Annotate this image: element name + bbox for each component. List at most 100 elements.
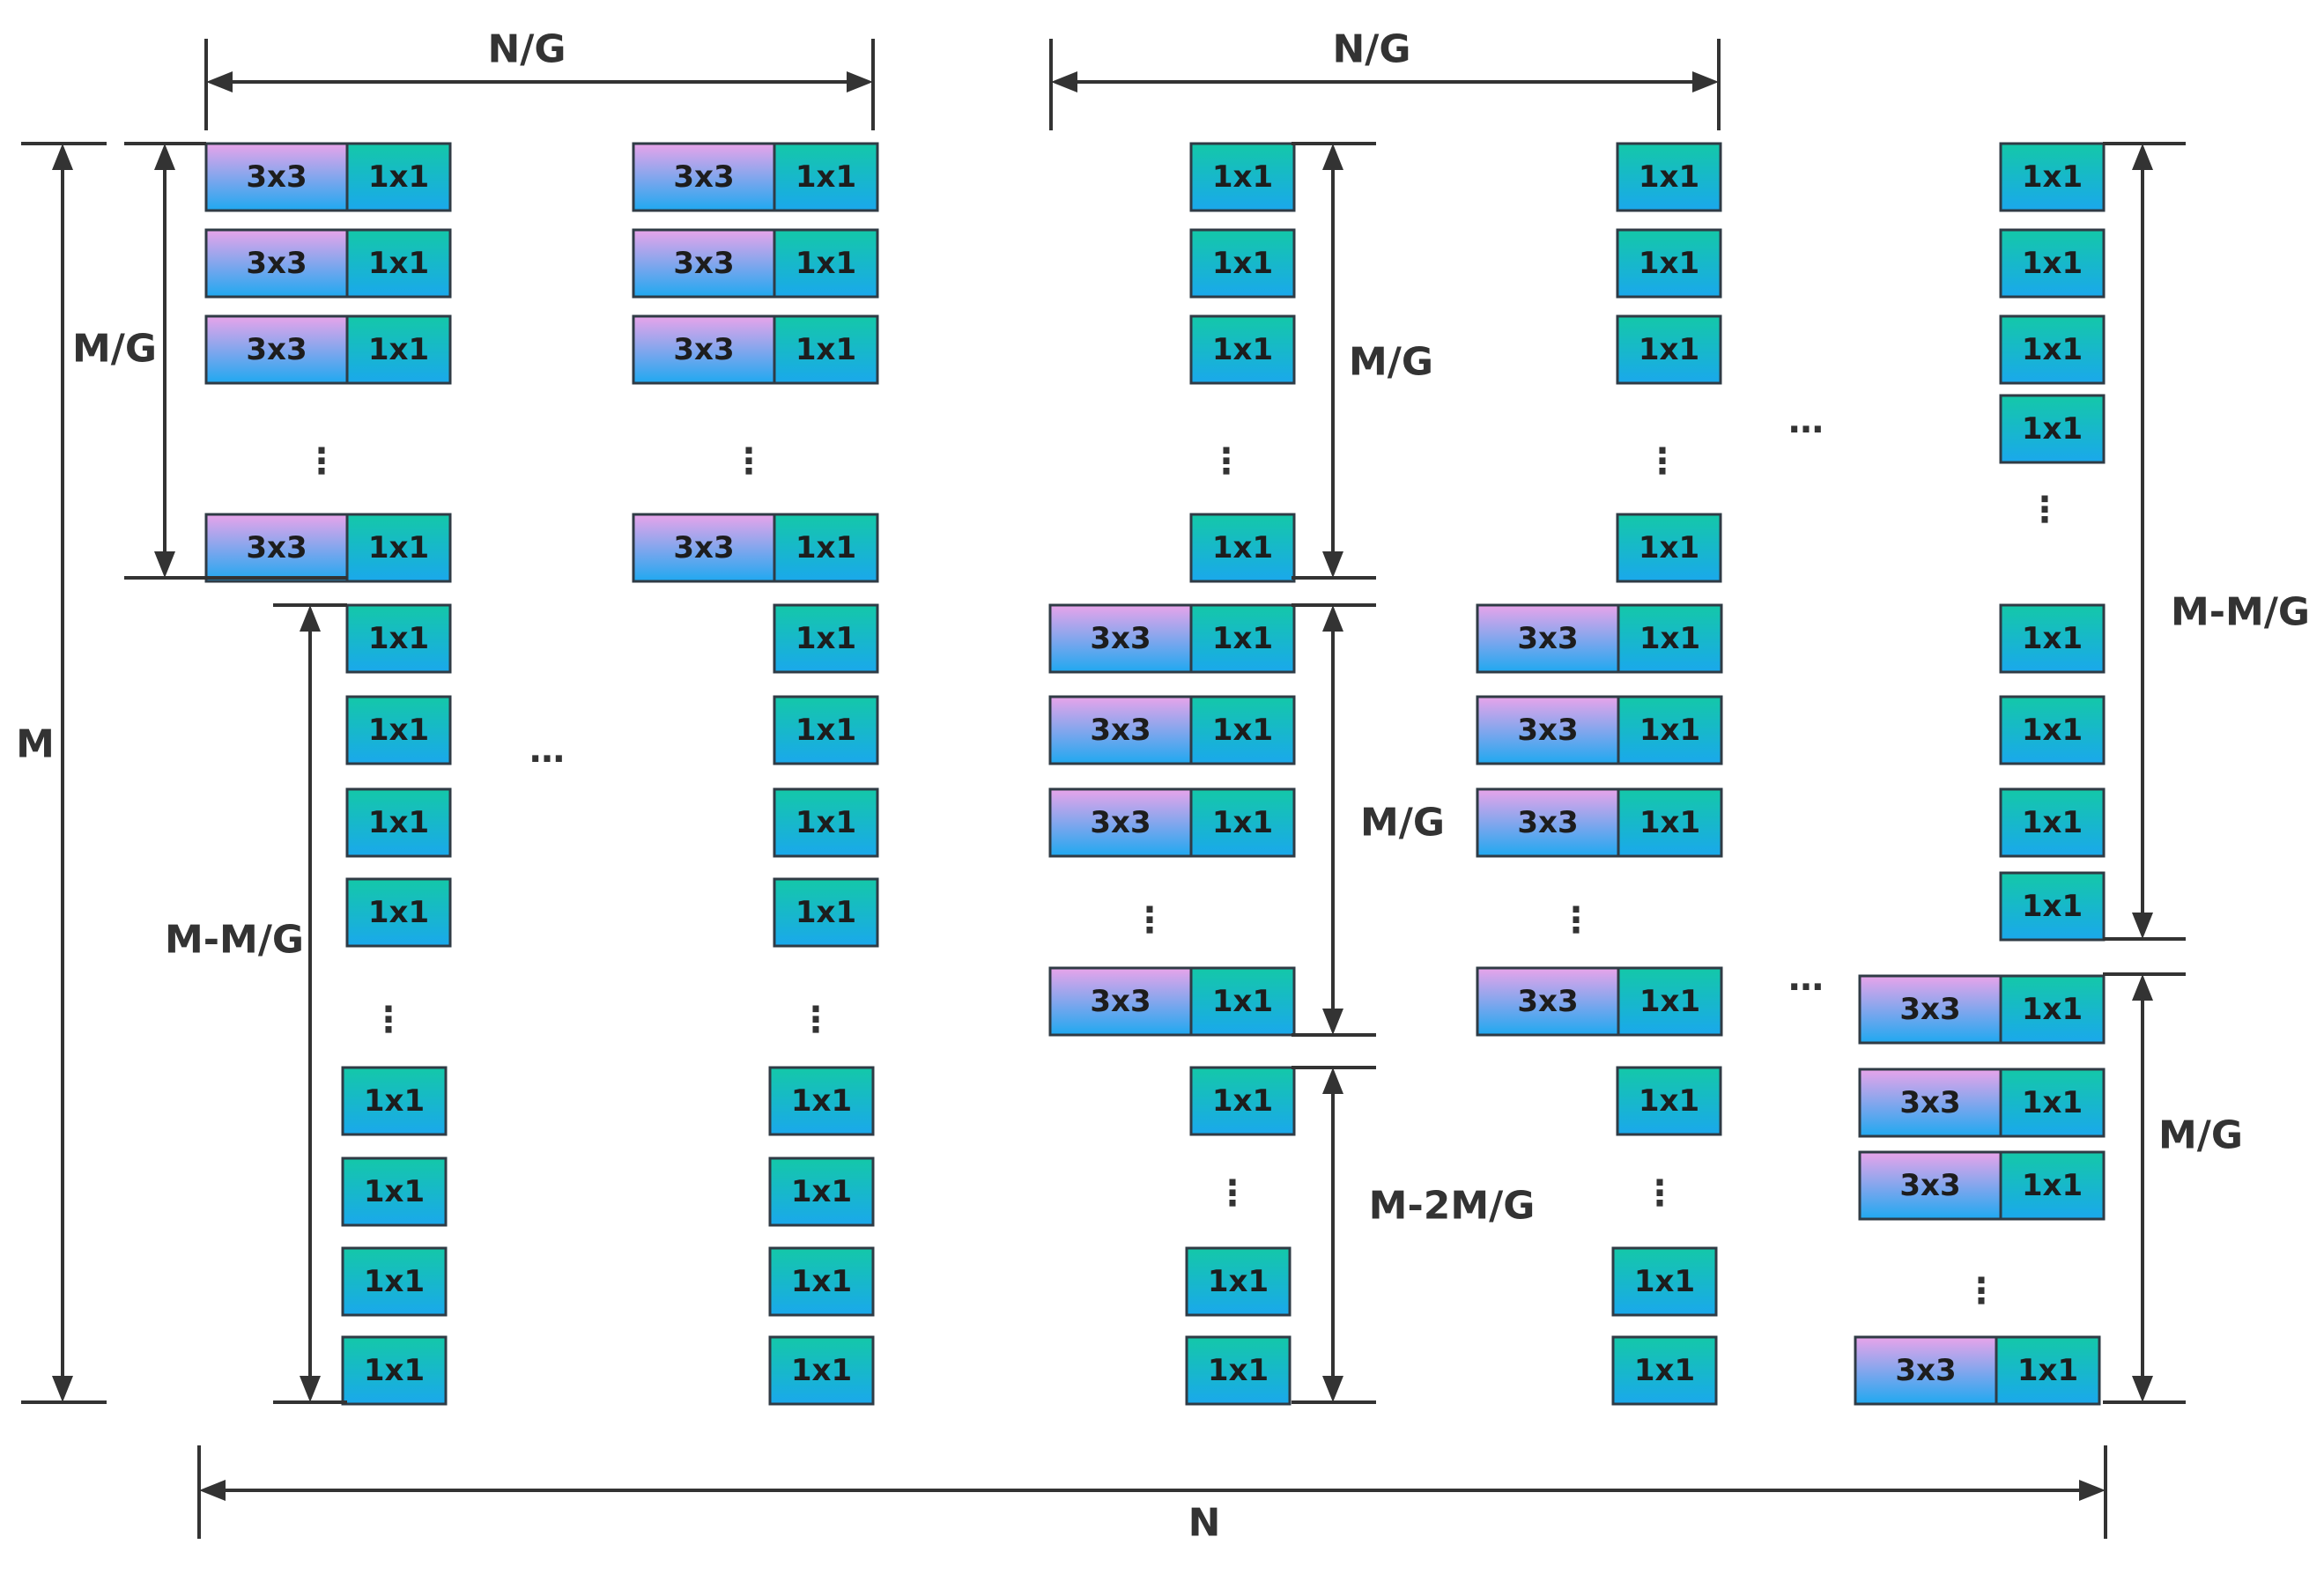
remaining-rows-label-col1: M-M/G (165, 918, 304, 963)
kernel-1x1-cell: 1x1 (1185, 1335, 1292, 1406)
kernel-1x1-cell: 1x1 (1999, 695, 2106, 765)
kernel-3x3-cell (204, 228, 349, 299)
kernel-3x3-cell (1048, 787, 1193, 858)
kernel-1x1-label: 1x1 (368, 332, 429, 367)
vertical-ellipsis: ⋮ (1964, 1271, 1999, 1312)
kernel-1x1-label: 1x1 (368, 246, 429, 281)
group-rows-dimension-col1 (154, 144, 175, 578)
kernel-1x1-cell: 1x1 (345, 603, 452, 674)
kernel-3x3-label: 3x3 (1090, 805, 1151, 840)
kernel-1x1-label: 1x1 (2017, 1353, 2078, 1388)
kernel-1x1-label: 1x1 (1212, 984, 1273, 1019)
kernel-1x1-label: 1x1 (1212, 621, 1273, 656)
kernel-1x1-label: 1x1 (2022, 889, 2083, 924)
kernel-1x1-cell (345, 314, 452, 385)
kernel-1x1-label: 1x1 (1212, 246, 1273, 281)
kernel-1x1-label: 1x1 (1639, 246, 1699, 281)
kernel-3x3-cell (1048, 603, 1193, 674)
kernel-1x1-cell (345, 228, 452, 299)
kernel-1x1-cell (1995, 1335, 2101, 1406)
kernel-1x1-cell (345, 513, 452, 583)
group-cols-dimension-right (1051, 71, 1719, 92)
kernel-1x1-label: 1x1 (791, 1353, 852, 1388)
kernel-3x3-cell (632, 314, 776, 385)
total-rows-label: M (16, 722, 55, 767)
kernel-1x1-cell (1617, 787, 1723, 858)
horizontal-ellipsis: … (1788, 401, 1824, 441)
kernel-1x1-cell: 1x1 (1999, 871, 2106, 942)
kernel-3x3-label: 3x3 (1090, 984, 1151, 1019)
kernel-1x1-cell: 1x1 (768, 1066, 875, 1136)
kernel-1x1-cell: 1x1 (1616, 142, 1722, 212)
kernel-1x1-cell (1189, 787, 1296, 858)
kernel-1x1-label: 1x1 (368, 621, 429, 656)
kernel-1x1-cell: 1x1 (1999, 314, 2106, 385)
kernel-1x1-label: 1x1 (796, 621, 856, 656)
kernel-1x1-cell: 1x1 (1616, 228, 1722, 299)
kernel-1x1-label: 1x1 (2022, 621, 2083, 656)
ellipsis-marks: ⋮⋮⋮⋮⋮⋮⋮⋮⋮⋮⋮⋮……… (304, 401, 2062, 1312)
kernel-3x3-label: 3x3 (673, 530, 734, 565)
kernel-1x1-label: 1x1 (1639, 805, 1700, 840)
group-cols-label-right: N/G (1332, 27, 1410, 72)
kernel-1x1-label: 1x1 (1639, 984, 1700, 1019)
kernel-1x1-cell: 1x1 (1189, 228, 1296, 299)
group-rows-dimension-col3-mid (1322, 605, 1343, 1035)
kernel-3x3-cell (632, 142, 776, 212)
kernel-1x1-cell: 1x1 (1616, 1066, 1722, 1136)
kernel-1x1-label: 1x1 (1212, 530, 1273, 565)
kernel-3x3-label: 3x3 (673, 246, 734, 281)
kernel-3x3-cell (204, 142, 349, 212)
kernel-3x3-cell (632, 513, 776, 583)
kernel-1x1-cell: 1x1 (773, 603, 879, 674)
kernel-1x1-label: 1x1 (2022, 713, 2083, 748)
kernel-1x1-cell (1189, 603, 1296, 674)
vertical-ellipsis: ⋮ (2027, 490, 2062, 530)
kernel-1x1-label: 1x1 (364, 1353, 425, 1388)
kernel-1x1-cell (1999, 1150, 2106, 1221)
kernel-1x1-cell: 1x1 (1189, 142, 1296, 212)
kernel-1x1-cell: 1x1 (768, 1335, 875, 1406)
kernel-1x1-cell (345, 142, 452, 212)
kernel-3x3-1x1-pair: 3x3 1x1 (1048, 787, 1296, 858)
kernel-3x3-label: 3x3 (1090, 713, 1151, 748)
kernel-1x1-label: 1x1 (368, 895, 429, 930)
kernel-3x3-cell (1858, 1068, 2002, 1138)
kernel-1x1-label: 1x1 (1639, 159, 1699, 195)
kernel-1x1-label: 1x1 (2022, 246, 2083, 281)
vertical-ellipsis: ⋮ (371, 1000, 406, 1040)
kernel-1x1-cell: 1x1 (1616, 314, 1722, 385)
total-cols-dimension (199, 1480, 2106, 1501)
kernel-1x1-label: 1x1 (796, 805, 856, 840)
kernel-3x3-label: 3x3 (1895, 1353, 1956, 1388)
remaining-rows-dimension-col3 (1322, 1068, 1343, 1402)
kernel-1x1-cell: 1x1 (341, 1066, 448, 1136)
group-rows-label-col1: M/G (72, 327, 157, 372)
kernel-1x1-cell: 1x1 (1185, 1246, 1292, 1317)
kernel-1x1-label: 1x1 (1208, 1353, 1269, 1388)
kernel-1x1-label: 1x1 (1212, 332, 1273, 367)
kernel-3x3-1x1-pair: 3x3 1x1 (1048, 695, 1296, 765)
kernel-1x1-label: 1x1 (1212, 713, 1273, 748)
kernel-1x1-cell: 1x1 (1999, 228, 2106, 299)
vertical-ellipsis: ⋮ (1215, 1173, 1250, 1214)
kernel-1x1-cell: 1x1 (1999, 394, 2106, 464)
kernel-1x1-label: 1x1 (1212, 805, 1273, 840)
kernel-1x1-label: 1x1 (1212, 1083, 1273, 1119)
kernel-1x1-label: 1x1 (368, 530, 429, 565)
kernel-3x3-cell (1476, 787, 1620, 858)
kernel-1x1-label: 1x1 (2022, 1168, 2083, 1203)
kernel-1x1-label: 1x1 (1208, 1264, 1269, 1299)
kernel-1x1-label: 1x1 (2022, 411, 2083, 447)
kernel-1x1-label: 1x1 (364, 1083, 425, 1119)
kernel-1x1-label: 1x1 (796, 332, 856, 367)
remaining-rows-label-col5: M-M/G (2171, 590, 2310, 635)
